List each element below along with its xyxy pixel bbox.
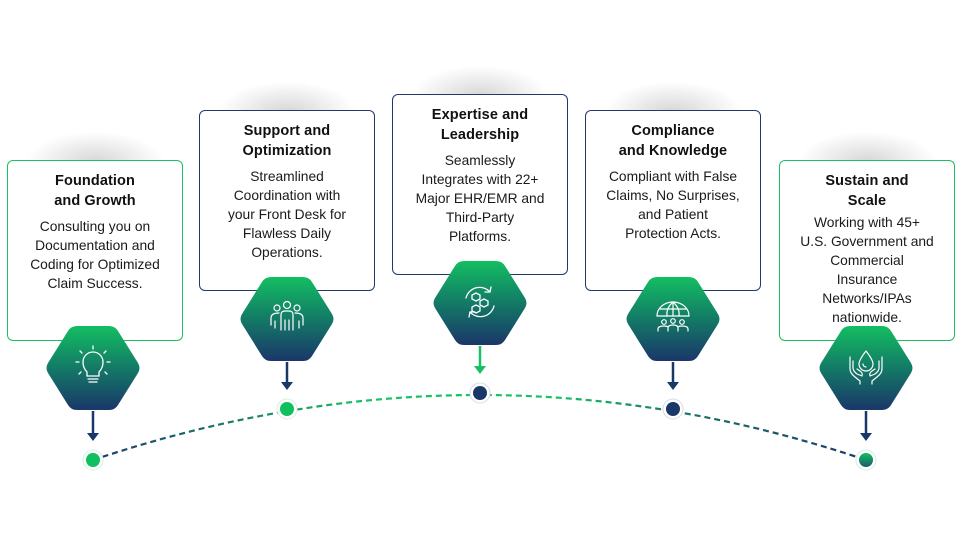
step-title: Sustain and Scale [825, 173, 909, 209]
step-title: Support and Optimization [242, 123, 332, 159]
team-icon [270, 300, 304, 331]
arrow-down-icon [87, 411, 99, 441]
global-people-icon [656, 301, 690, 332]
step-card-compliance: Compliance and Knowledge Compliant with … [585, 110, 761, 291]
step-title: Compliance and Knowledge [618, 123, 728, 159]
step-description: Compliant with False Claims, No Surprise… [606, 169, 740, 241]
step-title: Foundation and Growth [54, 173, 136, 209]
lightbulb-icon [75, 345, 111, 383]
step-description: Working with 45+ U.S. Government and Com… [800, 215, 934, 325]
step-hexagon-sustain [818, 325, 914, 411]
timeline-dot-1 [82, 449, 104, 471]
step-hexagon-foundation [45, 325, 141, 411]
step-card-foundation: Foundation and Growth Consulting you on … [7, 160, 183, 341]
arrow-down-icon [860, 411, 872, 441]
arrow-down-icon [281, 362, 293, 390]
step-hexagon-expertise [432, 260, 528, 346]
timeline-dot-3 [469, 382, 491, 404]
timeline-dot-4 [662, 398, 684, 420]
arrow-down-icon [667, 362, 679, 390]
step-description: Streamlined Coordination with your Front… [227, 169, 347, 260]
step-hexagon-compliance [625, 276, 721, 362]
step-card-support: Support and Optimization Streamlined Coo… [199, 110, 375, 291]
timeline-dot-5 [855, 449, 877, 471]
arrow-down-icon [474, 346, 486, 374]
step-hexagon-support [239, 276, 335, 362]
step-description: Consulting you on Documentation and Codi… [30, 219, 160, 291]
step-card-expertise: Expertise and Leadership Seamlessly Inte… [392, 94, 568, 275]
timeline-dot-2 [276, 398, 298, 420]
step-card-sustain: Sustain and Scale Working with 45+ U.S. … [779, 160, 955, 341]
step-title: Expertise and Leadership [431, 107, 529, 143]
hands-water-drop-icon [849, 350, 883, 385]
step-description: Seamlessly Integrates with 22+ Major EHR… [415, 153, 545, 244]
integration-sync-icon [465, 286, 495, 318]
